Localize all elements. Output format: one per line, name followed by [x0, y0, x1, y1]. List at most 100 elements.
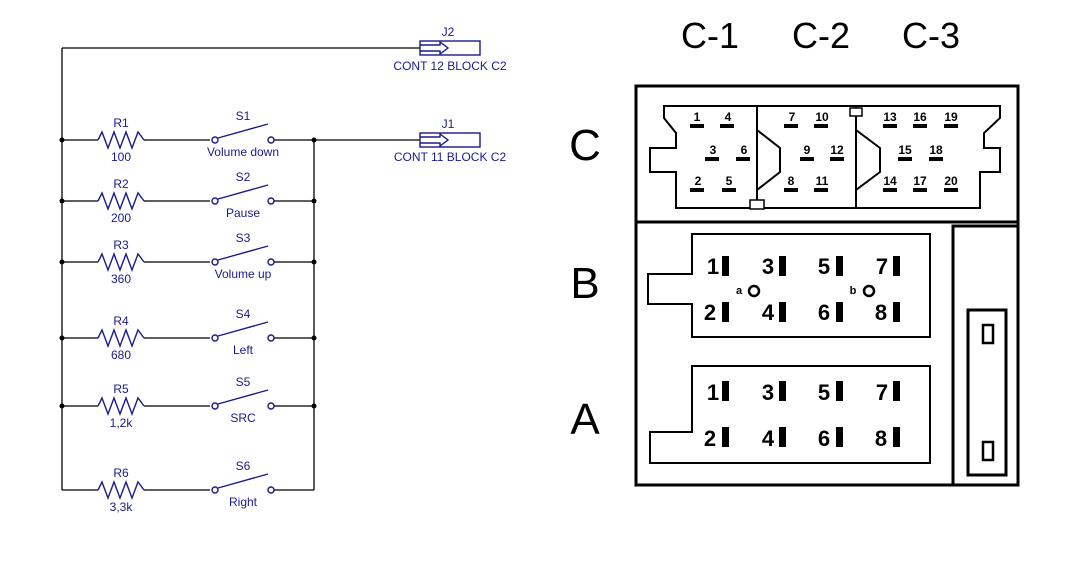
c-pin-4: 4: [725, 110, 732, 124]
switch-s1: [217, 123, 269, 139]
c-pin-2: 2: [695, 174, 702, 188]
a-pin-5: 5: [818, 380, 830, 405]
resistor-r3: [97, 252, 145, 272]
s3-label: Volume up: [215, 267, 272, 281]
iso-connector: C-1 C-2 C-3 C B A 1 4 3 6: [569, 15, 1020, 487]
b-pin-4: 4: [762, 300, 775, 325]
j1-connector: J1 CONT 11 BLOCK C2: [394, 117, 507, 164]
c-pin-15: 15: [898, 143, 912, 157]
b-pin-3: 3: [762, 254, 774, 279]
s2-label: Pause: [226, 206, 260, 220]
header-c1: C-1: [681, 15, 739, 56]
resistor-r1: [97, 130, 145, 150]
c-pin-3: 3: [710, 143, 717, 157]
c-pin-9: 9: [804, 143, 811, 157]
a-pin-4: 4: [762, 426, 775, 451]
b-pin-2: 2: [704, 300, 716, 325]
switch-s6: [217, 473, 269, 489]
c-pin-12: 12: [830, 143, 844, 157]
header-c2: C-2: [792, 15, 850, 56]
s4-ref: S4: [236, 307, 251, 321]
j2-desc: CONT 12 BLOCK C2: [393, 59, 506, 73]
s4-label: Left: [233, 343, 254, 357]
schematic: J2 CONT 12 BLOCK C2 J1 CONT 11 BLOCK C2 …: [59, 25, 507, 514]
resistor-r4: [97, 328, 145, 348]
row-r6-s6: R6 3,3k S6 Right: [62, 459, 314, 514]
c-pin-17: 17: [913, 174, 927, 188]
s2-ref: S2: [236, 170, 251, 184]
r6-ref: R6: [113, 466, 129, 480]
c-pin-5: 5: [726, 174, 733, 188]
c-pin-10: 10: [815, 110, 829, 124]
c-pin-19: 19: [944, 110, 958, 124]
switch-s3: [217, 245, 269, 261]
a-pin-7: 7: [876, 380, 888, 405]
r5-ref: R5: [113, 382, 129, 396]
block-b: 1 3 5 7 2 4 6 8 a b: [647, 233, 931, 338]
r1-ref: R1: [113, 116, 129, 130]
block-label-a: A: [570, 395, 600, 444]
a-pin-1: 1: [707, 380, 719, 405]
s5-label: SRC: [230, 411, 256, 425]
s1-ref: S1: [236, 109, 251, 123]
c-pin-14: 14: [883, 174, 897, 188]
c-pin-1: 1: [694, 110, 701, 124]
block-a: 1 3 5 7 2 4 6 8: [649, 365, 931, 464]
r1-value: 100: [111, 150, 131, 164]
s1-label: Volume down: [207, 145, 279, 159]
c-pin-13: 13: [883, 110, 897, 124]
a-pin-2: 2: [704, 426, 716, 451]
block-label-b: B: [570, 259, 599, 308]
b-hole-b: [862, 284, 876, 298]
row-r1-s1: R1 100 S1 Volume down: [59, 109, 317, 164]
c-pin-6: 6: [741, 143, 748, 157]
j1-desc: CONT 11 BLOCK C2: [394, 150, 507, 164]
a-pin-8: 8: [875, 426, 887, 451]
r6-value: 3,3k: [110, 500, 134, 514]
switch-s4: [217, 321, 269, 337]
a-pin-6: 6: [818, 426, 830, 451]
resistor-r2: [97, 191, 145, 211]
r4-ref: R4: [113, 314, 129, 328]
block-label-c: C: [569, 121, 601, 170]
header-c3: C-3: [902, 15, 960, 56]
r2-value: 200: [111, 211, 131, 225]
c-pin-8: 8: [788, 174, 795, 188]
b-hole-a: [747, 284, 761, 298]
j2-ref: J2: [442, 25, 455, 39]
row-r5-s5: R5 1,2k S5 SRC: [59, 375, 317, 430]
c-pin-7: 7: [789, 110, 796, 124]
b-mark-b: b: [850, 285, 857, 297]
row-r4-s4: R4 680 S4 Left: [59, 307, 317, 362]
block-c: 1 4 3 6 2 5 7 10 9 12 8 11 13 16 19 15 1…: [649, 105, 1001, 210]
switch-s5: [217, 389, 269, 405]
r4-value: 680: [111, 348, 131, 362]
r2-ref: R2: [113, 177, 129, 191]
s6-ref: S6: [236, 459, 251, 473]
r3-value: 360: [111, 272, 131, 286]
j2-connector: J2 CONT 12 BLOCK C2: [393, 25, 506, 73]
b-pin-5: 5: [818, 254, 830, 279]
r3-ref: R3: [113, 238, 129, 252]
c-pin-20: 20: [944, 174, 958, 188]
a-pin-3: 3: [762, 380, 774, 405]
c-pin-11: 11: [816, 174, 829, 188]
b-pin-6: 6: [818, 300, 830, 325]
b-pin-8: 8: [875, 300, 887, 325]
s6-label: Right: [229, 495, 258, 509]
c-pin-16: 16: [913, 110, 927, 124]
j1-ref: J1: [442, 117, 455, 131]
b-pin-1: 1: [707, 254, 719, 279]
c-pin-18: 18: [929, 143, 943, 157]
switch-s2: [217, 184, 269, 200]
row-r2-s2: R2 200 S2 Pause: [59, 170, 317, 225]
s5-ref: S5: [236, 375, 251, 389]
s3-ref: S3: [236, 231, 251, 245]
power-side-block: [951, 224, 1020, 487]
resistor-r6: [97, 480, 145, 500]
row-r3-s3: R3 360 S3 Volume up: [59, 231, 317, 286]
r5-value: 1,2k: [110, 416, 134, 430]
resistor-r5: [97, 396, 145, 416]
b-mark-a: a: [736, 285, 743, 297]
